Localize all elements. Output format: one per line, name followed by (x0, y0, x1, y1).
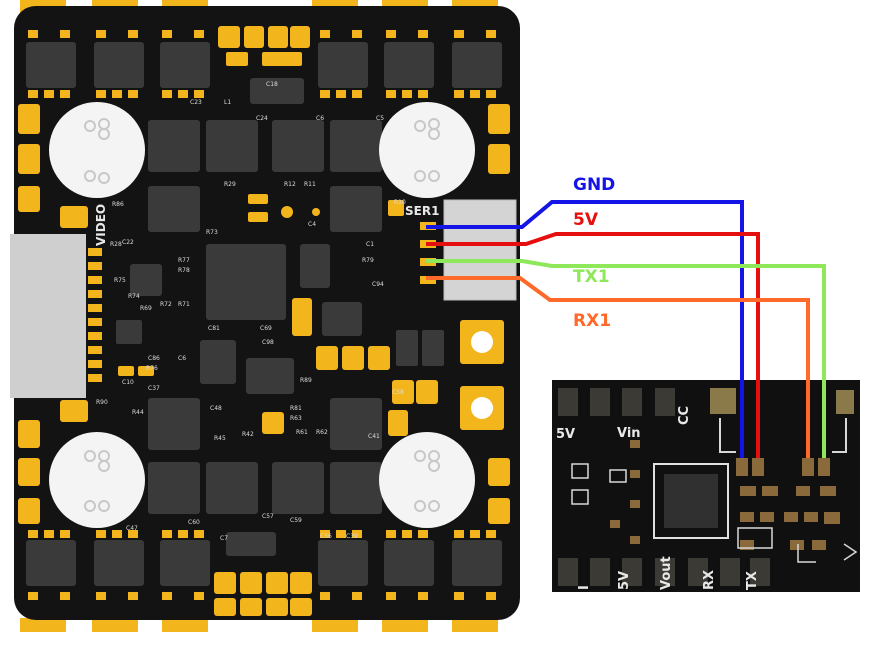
component-designator: C18 (266, 81, 278, 88)
component-designator: R89 (300, 377, 312, 384)
component-designator: C47 (126, 525, 138, 532)
component-designator: C56 (320, 533, 332, 540)
wire-label-tx1: TX1 (573, 267, 610, 287)
component-designator: C5 (376, 115, 384, 122)
component-designator: R69 (140, 305, 152, 312)
component-designator: C59 (290, 517, 302, 524)
serial-label: SER1 (405, 204, 439, 218)
wires (426, 200, 830, 476)
module-pad-label-rx: RX (702, 570, 717, 590)
component-designator: R86 (112, 201, 124, 208)
component-designator: R42 (242, 431, 254, 438)
component-designator: C1 (366, 241, 374, 248)
component-designator: R45 (214, 435, 226, 442)
component-designator: R61 (296, 429, 308, 436)
video-label: VIDEO (94, 204, 108, 246)
component-designator: C60 (188, 519, 200, 526)
module-pad-label-cc: CC (677, 406, 692, 425)
component-designator: C23 (190, 99, 202, 106)
component-designator: C41 (368, 433, 380, 440)
component-designator: R77 (178, 257, 190, 264)
component-designator: C57 (262, 513, 274, 520)
component-designator: C37 (148, 385, 160, 392)
component-designator: R12 (284, 181, 296, 188)
component-designator: R71 (178, 301, 190, 308)
wire-label-5v: 5V (573, 210, 599, 230)
component-designator: C4 (308, 221, 316, 228)
component-designator: C69 (260, 325, 272, 332)
component-designator: R81 (290, 405, 302, 412)
module-pad-label-5v-top: 5V (556, 427, 575, 442)
component-designator: C7 (220, 535, 228, 542)
component-designator: R62 (316, 429, 328, 436)
component-designator: R29 (224, 181, 236, 188)
component-designator: C98 (262, 339, 274, 346)
component-designator: R11 (304, 181, 316, 188)
wire-label-rx1: RX1 (573, 311, 611, 331)
video-connector (10, 234, 86, 398)
motor-mount-disc (49, 102, 475, 528)
module-pad-label-i: I (577, 585, 592, 590)
component-designator: C6 (178, 355, 186, 362)
wire-5v (426, 232, 760, 472)
component-designator: C81 (208, 325, 220, 332)
component-designator: R75 (114, 277, 126, 284)
component-designator: C94 (372, 281, 384, 288)
component-designator: R10 (394, 199, 406, 206)
module-pad-label-tx: TX (745, 571, 760, 590)
wire-tx1 (426, 259, 826, 472)
component-designator: R74 (128, 293, 140, 300)
component-designator: C22 (122, 239, 134, 246)
component-designator: C58 (392, 389, 404, 396)
component-designator: R63 (290, 415, 302, 422)
flight-controller-board: VIDEO SER1 C23L1C18C24C6C5R86R29R12R11R1… (10, 0, 520, 632)
component-designator: C6 (316, 115, 324, 122)
module-pad-label-5v: 5V (617, 571, 632, 590)
module-pad-label-vin: Vin (617, 426, 641, 441)
component-designator: C39 (346, 533, 358, 540)
component-designator: C10 (122, 379, 134, 386)
gps-module-board: 5V Vin CC I 5V Vout RX TX (552, 380, 860, 592)
component-designator: R78 (178, 267, 190, 274)
component-designator: C86 (148, 355, 160, 362)
serial-connector (443, 199, 517, 301)
wire-rx1 (426, 276, 810, 472)
component-designator: L1 (224, 99, 231, 106)
wire-gnd (426, 200, 744, 472)
component-designator: R79 (362, 257, 374, 264)
wire-label-gnd: GND (573, 175, 615, 195)
component-designator: C48 (210, 405, 222, 412)
component-designator: R76 (146, 365, 158, 372)
component-designator: R72 (160, 301, 172, 308)
component-designator: R73 (206, 229, 218, 236)
module-pad-label-vout: Vout (659, 556, 674, 590)
component-designator: R28 (110, 241, 122, 248)
component-designator: R44 (132, 409, 144, 416)
component-designator: R90 (96, 399, 108, 406)
component-designator: C24 (256, 115, 268, 122)
